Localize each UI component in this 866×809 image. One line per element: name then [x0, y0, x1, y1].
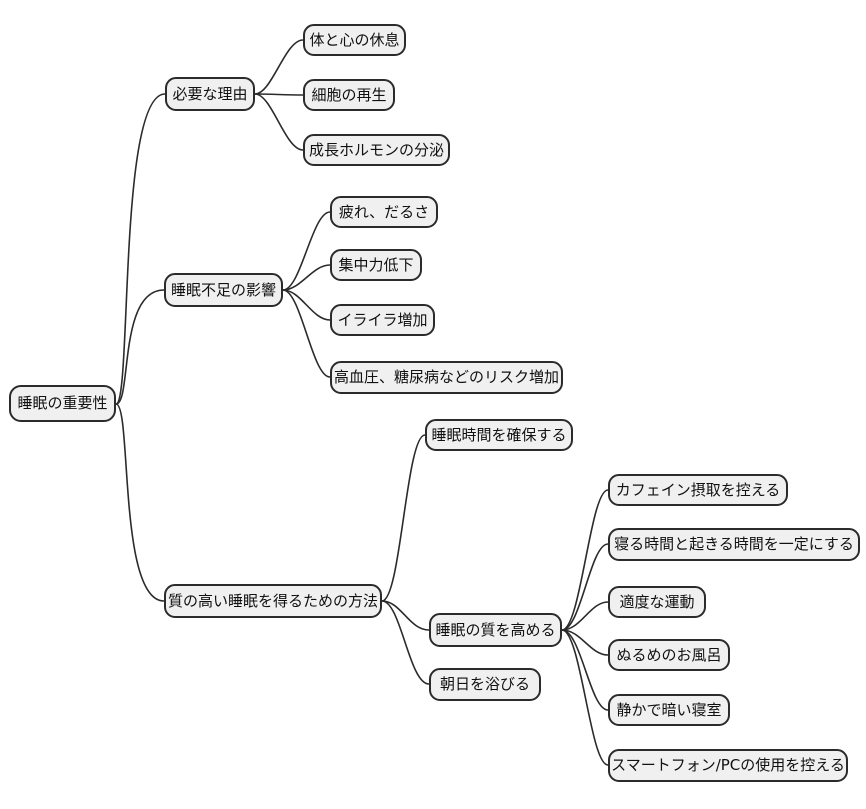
node-reasons-needed: 必要な理由 — [165, 77, 255, 111]
node-quality-sleep-methods: 質の高い睡眠を得るための方法 — [164, 584, 382, 618]
node-secure-sleep-time: 睡眠時間を確保する — [425, 419, 573, 451]
edge-deprivation-to-fatigue — [282, 211, 331, 291]
edge-quality-to-smartphone — [561, 629, 609, 766]
node-limit-smartphone-pc: スマートフォン/PCの使用を控える — [608, 749, 848, 782]
edge-quality-to-bedroom — [561, 629, 609, 711]
node-fatigue: 疲れ、だるさ — [330, 196, 438, 228]
edge-reasons-to-hormone — [254, 93, 304, 151]
node-morning-sun: 朝日を浴びる — [429, 668, 541, 701]
edge-deprivation-to-risk — [282, 289, 331, 378]
node-irritability: イライラ増加 — [330, 304, 435, 336]
edge-quality-to-schedule — [561, 543, 609, 631]
node-sleep-importance: 睡眠の重要性 — [9, 385, 116, 422]
node-sleep-deprivation-effects: 睡眠不足の影響 — [164, 273, 283, 307]
edge-methods-to-morningsun — [381, 600, 430, 685]
node-body-mind-rest: 体と心の休息 — [303, 24, 406, 56]
edge-methods-to-quality — [381, 600, 430, 631]
edge-quality-to-bath — [561, 629, 609, 656]
node-concentration-drop: 集中力低下 — [330, 249, 422, 281]
node-improve-sleep-quality: 睡眠の質を高める — [429, 613, 562, 647]
edge-deprivation-to-irritability — [282, 289, 331, 321]
node-growth-hormone: 成長ホルモンの分泌 — [303, 134, 450, 166]
edge-quality-to-exercise — [561, 601, 609, 631]
node-limit-caffeine: カフェイン摂取を控える — [608, 474, 788, 506]
edge-reasons-to-rest — [254, 39, 304, 95]
node-quiet-dark-bedroom: 静かで暗い寝室 — [608, 694, 730, 726]
node-consistent-schedule: 寝る時間と起きる時間を一定にする — [608, 528, 860, 561]
node-lukewarm-bath: ぬるめのお風呂 — [608, 639, 730, 671]
edge-root-to-deprivation — [115, 289, 165, 405]
node-cell-regeneration: 細胞の再生 — [303, 79, 395, 111]
edge-methods-to-securetime — [381, 434, 426, 602]
node-moderate-exercise: 適度な運動 — [608, 586, 706, 618]
edge-reasons-to-cells — [254, 93, 304, 96]
edge-root-to-methods — [115, 403, 165, 602]
edge-root-to-reasons — [115, 93, 166, 405]
edge-quality-to-caffeine — [561, 489, 609, 631]
node-disease-risk: 高血圧、糖尿病などのリスク増加 — [330, 361, 563, 394]
edge-deprivation-to-concentration — [282, 264, 331, 291]
